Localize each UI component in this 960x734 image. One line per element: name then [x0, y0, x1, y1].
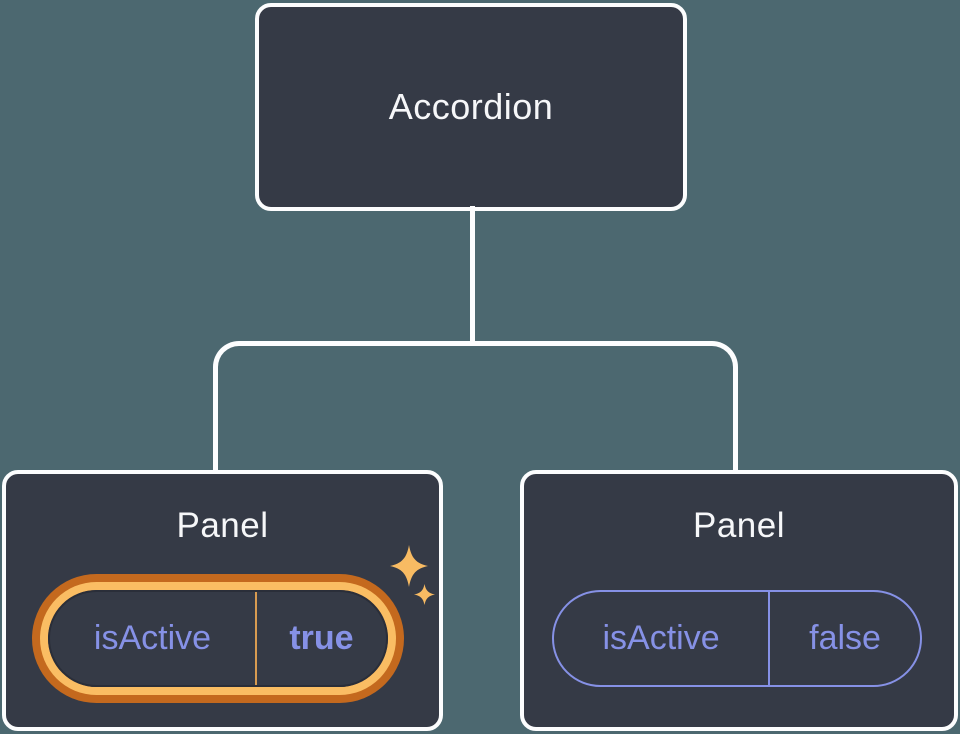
connector-branch [213, 341, 738, 473]
state-key: isActive [554, 592, 771, 685]
state-value: true [289, 619, 354, 657]
state-key: isActive [50, 592, 257, 685]
component-title: Panel [692, 506, 786, 545]
state-pill-active: isActive true [48, 590, 388, 687]
component-title: Accordion [388, 86, 554, 127]
component-title: Panel [176, 506, 269, 545]
connector-stem [470, 206, 475, 343]
sparkle-icon [390, 545, 428, 587]
state-pill-inactive: isActive false [552, 590, 922, 687]
component-node-accordion: Accordion [255, 3, 687, 211]
sparkle-icon [414, 584, 435, 605]
state-value: false [809, 619, 881, 657]
component-node-panel-inactive: Panel isActive false [520, 470, 958, 731]
component-node-panel-active: Panel isActive true [2, 470, 443, 731]
